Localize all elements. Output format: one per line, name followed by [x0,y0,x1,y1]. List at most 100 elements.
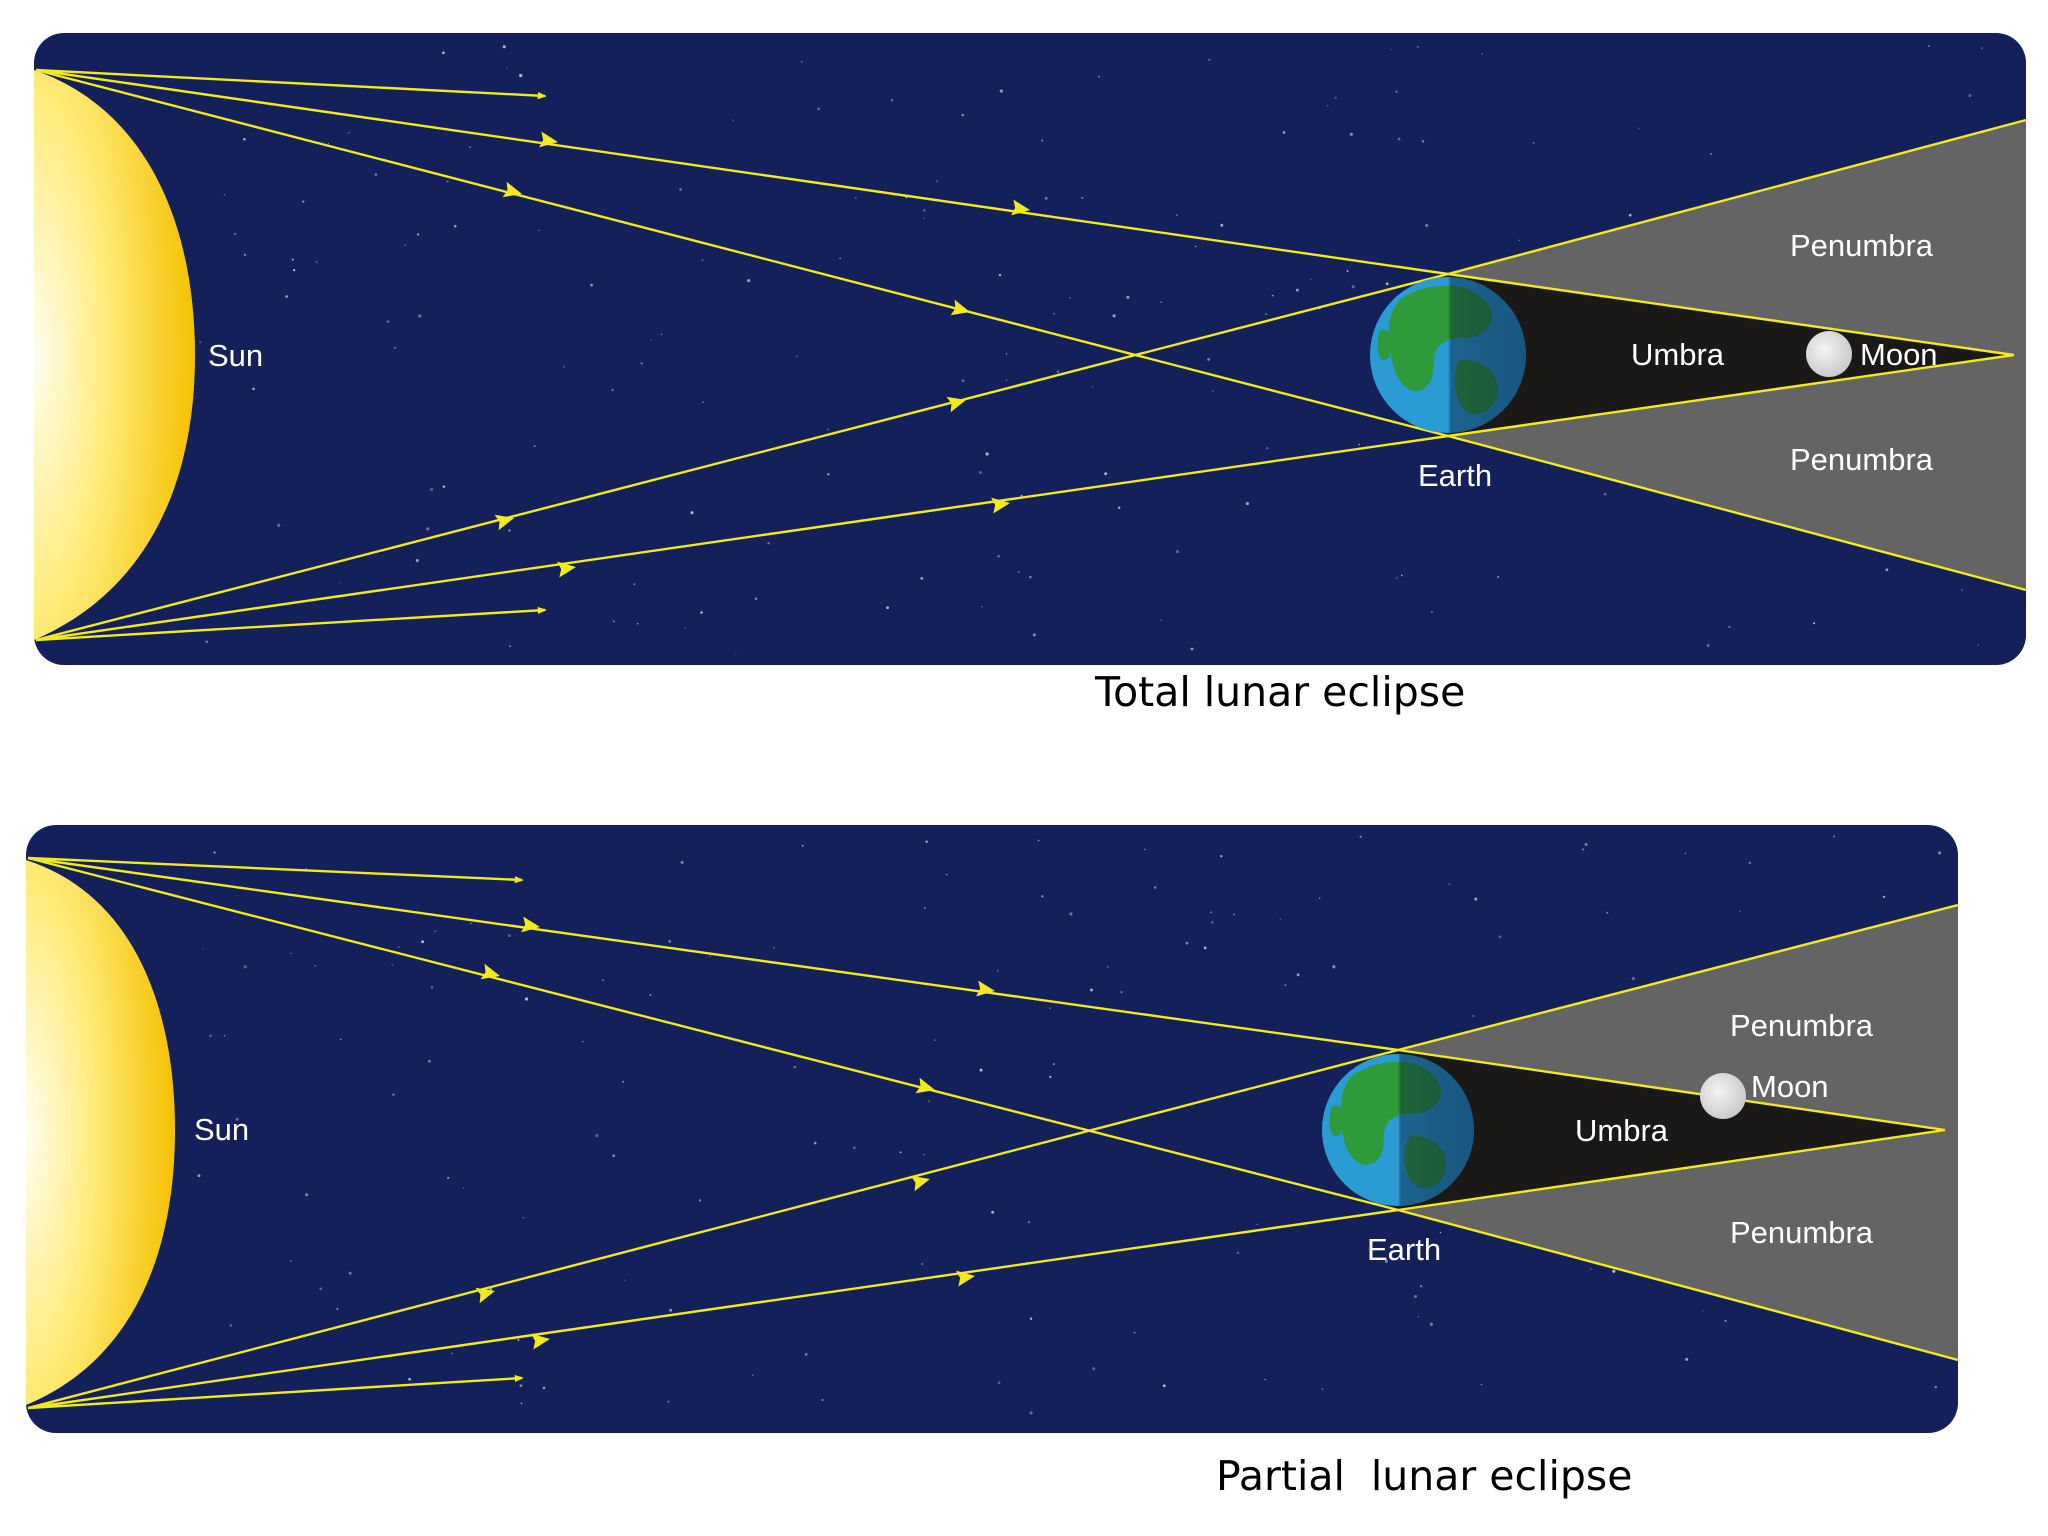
star [1413,1294,1418,1299]
penumbra-bottom-label: Penumbra [1730,1215,1874,1250]
star [1395,577,1398,579]
star [199,341,202,344]
star [1417,1316,1419,1318]
star [243,137,246,141]
penumbra-edge [1397,903,1959,1052]
star [1448,883,1450,885]
star [1582,848,1585,851]
star [595,1133,599,1138]
star [229,1324,232,1327]
star [649,994,652,996]
star [519,73,523,78]
star [1210,911,1213,914]
star [348,1271,352,1275]
star [533,445,536,447]
star [202,948,204,951]
star [1334,96,1337,99]
star [747,279,751,283]
star [293,268,296,272]
moon-label: Moon [1860,337,1938,372]
star [509,645,512,648]
umbra-edge [1447,272,2015,357]
arrow-marker [1011,199,1030,216]
star [1724,1319,1727,1322]
earth [1370,277,1526,433]
star [542,1386,546,1390]
star [1346,270,1349,273]
star [489,1287,493,1291]
ray [27,1208,1399,1410]
star [1400,574,1403,577]
ray [35,68,1449,276]
star [319,1287,323,1291]
earth-label: Earth [1367,1232,1441,1267]
star [991,1210,995,1214]
star [1190,647,1194,651]
star [517,1338,520,1342]
star [1296,973,1300,977]
star [1327,105,1329,107]
star [469,146,472,149]
star [339,581,342,584]
star [668,939,672,943]
star [1266,447,1269,450]
star [801,61,803,63]
star [1928,45,1930,48]
star [1203,946,1207,950]
arrow-marker [521,916,540,933]
star [1256,1223,1258,1226]
star [1029,575,1032,579]
star [1160,619,1162,621]
star [1981,47,1983,49]
star [732,119,734,122]
umbra-label: Umbra [1575,1113,1669,1148]
star [1628,213,1632,217]
star [814,1141,817,1145]
star [1264,1378,1266,1381]
star [1309,278,1312,281]
star [1052,1063,1055,1066]
star [1321,1388,1324,1390]
star [925,840,928,844]
star [1211,390,1214,392]
star [1044,196,1048,200]
light-rays [35,68,2027,642]
star [667,1400,670,1403]
ray [35,434,1449,642]
star [1098,75,1101,78]
star [612,620,615,623]
umbra-label: Umbra [1631,337,1725,372]
umbra-edge [1447,353,2015,438]
star [773,947,775,949]
star [821,1398,824,1402]
star [1107,966,1109,968]
star [1590,1268,1592,1270]
star [426,527,430,531]
star [290,1260,292,1262]
star [1603,492,1607,496]
star [1153,886,1157,889]
star [999,89,1003,93]
star [315,261,318,263]
star [1265,313,1267,315]
star [290,952,292,955]
star [1710,152,1712,155]
star [1351,285,1355,289]
star [1284,984,1287,987]
star [1384,1259,1389,1263]
umbra-edge [1397,1048,1946,1132]
star [408,1377,411,1381]
star [1968,94,1972,98]
star [1120,990,1123,994]
star [1175,550,1180,554]
star [979,471,982,474]
ray [35,68,1449,438]
sun [26,860,175,1405]
penumbra-bottom-label: Penumbra [1790,442,1934,477]
star [1885,568,1889,572]
star [462,1187,465,1189]
arrow-marker [557,561,576,578]
star [1245,502,1249,506]
star [1126,295,1130,299]
